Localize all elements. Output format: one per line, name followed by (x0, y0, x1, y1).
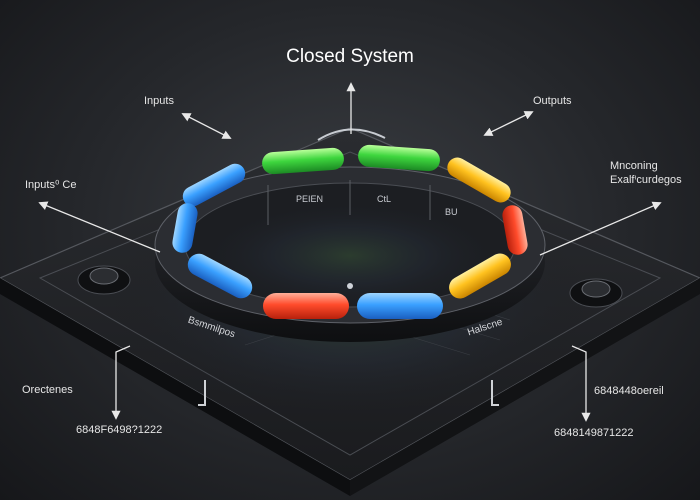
right-knob (569, 278, 623, 308)
green-capsule-2 (358, 144, 440, 172)
green-capsule-1 (262, 147, 344, 175)
blue-capsule-bottom-left (187, 253, 253, 299)
red-capsule-front (263, 293, 349, 319)
right-code-label-2: 6848149871222 (554, 427, 634, 439)
yellow-capsule-top (447, 157, 511, 203)
outputs-label: Outputs (533, 95, 572, 107)
capsule-ring (172, 144, 528, 319)
inputs-label: Inputs (144, 95, 174, 107)
ring-body (154, 166, 546, 342)
inputs-ce-arrow (38, 201, 161, 253)
blue-capsule-front (357, 293, 443, 319)
right-foot (491, 380, 499, 406)
blue-capsule-top-left (182, 163, 246, 207)
monitoring-label-line2: Exalfⁱcurdegos (610, 174, 682, 186)
inputs-ce-label: Inputs⁰ Ce (25, 179, 77, 191)
annotation-arrows (38, 82, 662, 422)
monitoring-arrow (539, 201, 662, 256)
center-pin (347, 283, 353, 289)
left-foot (198, 380, 206, 406)
yellow-capsule-bottom (449, 253, 511, 299)
diagram-title: Closed System (286, 46, 414, 67)
orectenes-label: Orectenes (22, 384, 73, 396)
monitoring-label-line1: Mnconing (610, 160, 658, 172)
ring-label-left: PEIEN (296, 194, 324, 204)
left-code-label: 6848F6498?1222 (76, 424, 163, 436)
right-code-label-1: 6848448oereil (594, 385, 664, 397)
outputs-arrow (483, 111, 534, 136)
right-down-arrow (571, 345, 591, 422)
red-capsule-right (502, 205, 528, 255)
left-knob (77, 265, 131, 295)
ring-label-mid: CtL (377, 194, 392, 204)
ring-label-right: BU (445, 207, 458, 217)
blue-capsule-left (172, 203, 198, 253)
left-down-arrow (111, 345, 131, 420)
inputs-arrow (181, 113, 232, 139)
